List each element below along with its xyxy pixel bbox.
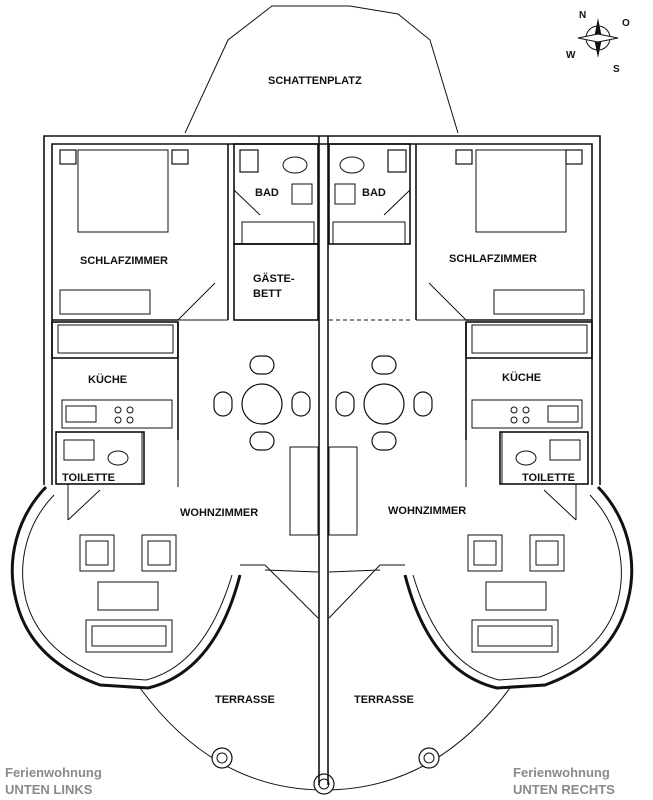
toilette-right [499, 431, 589, 521]
bedroom-left-door [177, 282, 216, 321]
living-furniture-right [467, 534, 565, 653]
sideboard-left [289, 446, 319, 536]
compass-o: O [622, 18, 630, 29]
compass-s: S [613, 64, 620, 75]
compass-w: W [566, 50, 576, 61]
label-gaestebett-2: BETT [253, 288, 282, 300]
label-schlafzimmer-right: SCHLAFZIMMER [449, 253, 537, 265]
label-gaestebett-1: GÄSTE- [253, 272, 295, 285]
party-wall [318, 136, 329, 785]
label-wohnzimmer-right: WOHNZIMMER [388, 505, 466, 517]
toilette-left [55, 431, 145, 521]
label-kueche-left: KÜCHE [88, 373, 127, 386]
outer-walls [43, 135, 601, 485]
label-toilette-right: TOILETTE [522, 472, 575, 484]
label-schattenplatz: SCHATTENPLATZ [268, 75, 362, 87]
bedroom-left-walls [52, 144, 229, 321]
footer-left-line1: Ferienwohnung [5, 765, 102, 780]
pillar-left [211, 747, 233, 769]
pillar-center [313, 773, 335, 795]
label-kueche-right: KÜCHE [502, 371, 541, 384]
bay-wall-left [10, 485, 242, 690]
terrace-doors [240, 564, 405, 619]
dining-set-right [335, 355, 433, 451]
label-bad-right: BAD [362, 187, 386, 199]
bed-left [59, 149, 189, 315]
sideboard-right [328, 446, 358, 536]
pillar-right [418, 747, 440, 769]
kitchen-left [51, 321, 179, 440]
bedroom-right-walls [415, 144, 592, 321]
label-toilette-left: TOILETTE [62, 472, 115, 484]
bathroom-right [328, 143, 411, 245]
compass-n: N [579, 10, 586, 21]
living-furniture-left [79, 534, 177, 653]
bedroom-right-door [428, 282, 467, 321]
compass-rose: N O S W [566, 10, 630, 75]
label-schlafzimmer-left: SCHLAFZIMMER [80, 255, 168, 267]
bay-wall-right [403, 485, 634, 690]
dining-set-left [213, 355, 311, 451]
schattenplatz-outline [184, 5, 459, 134]
label-bad-left: BAD [255, 187, 279, 199]
kitchen-right [465, 321, 593, 440]
gaestebett-area [233, 243, 319, 321]
label-wohnzimmer-left: WOHNZIMMER [180, 507, 258, 519]
footer-left-line2: UNTEN LINKS [5, 782, 93, 797]
footer-right-line2: UNTEN RECHTS [513, 782, 615, 797]
footer-right-line1: Ferienwohnung [513, 765, 610, 780]
label-terrasse-right: TERRASSE [354, 694, 414, 706]
bed-right [455, 149, 585, 315]
label-terrasse-left: TERRASSE [215, 694, 275, 706]
